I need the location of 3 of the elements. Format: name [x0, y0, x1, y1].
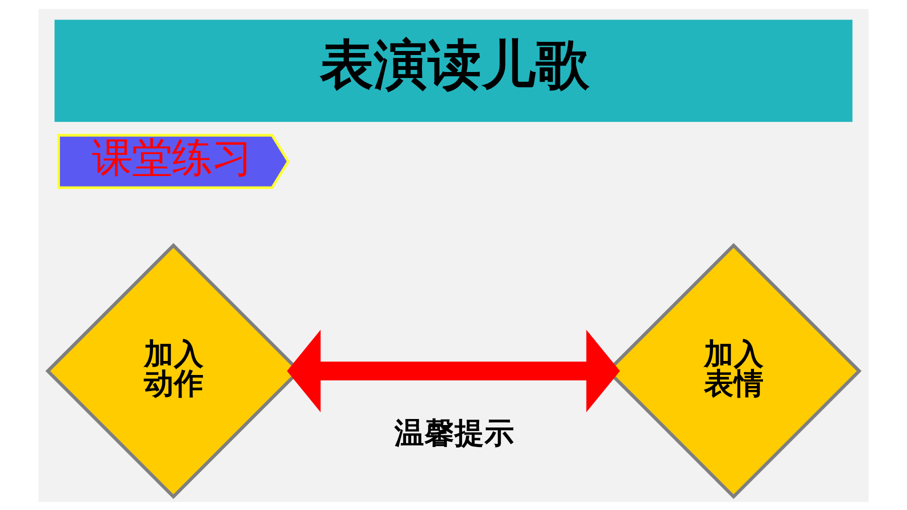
arrow: [286, 329, 620, 412]
edge-label: 温馨提示: [394, 416, 514, 450]
diagram-title: 表演读儿歌: [320, 32, 590, 96]
